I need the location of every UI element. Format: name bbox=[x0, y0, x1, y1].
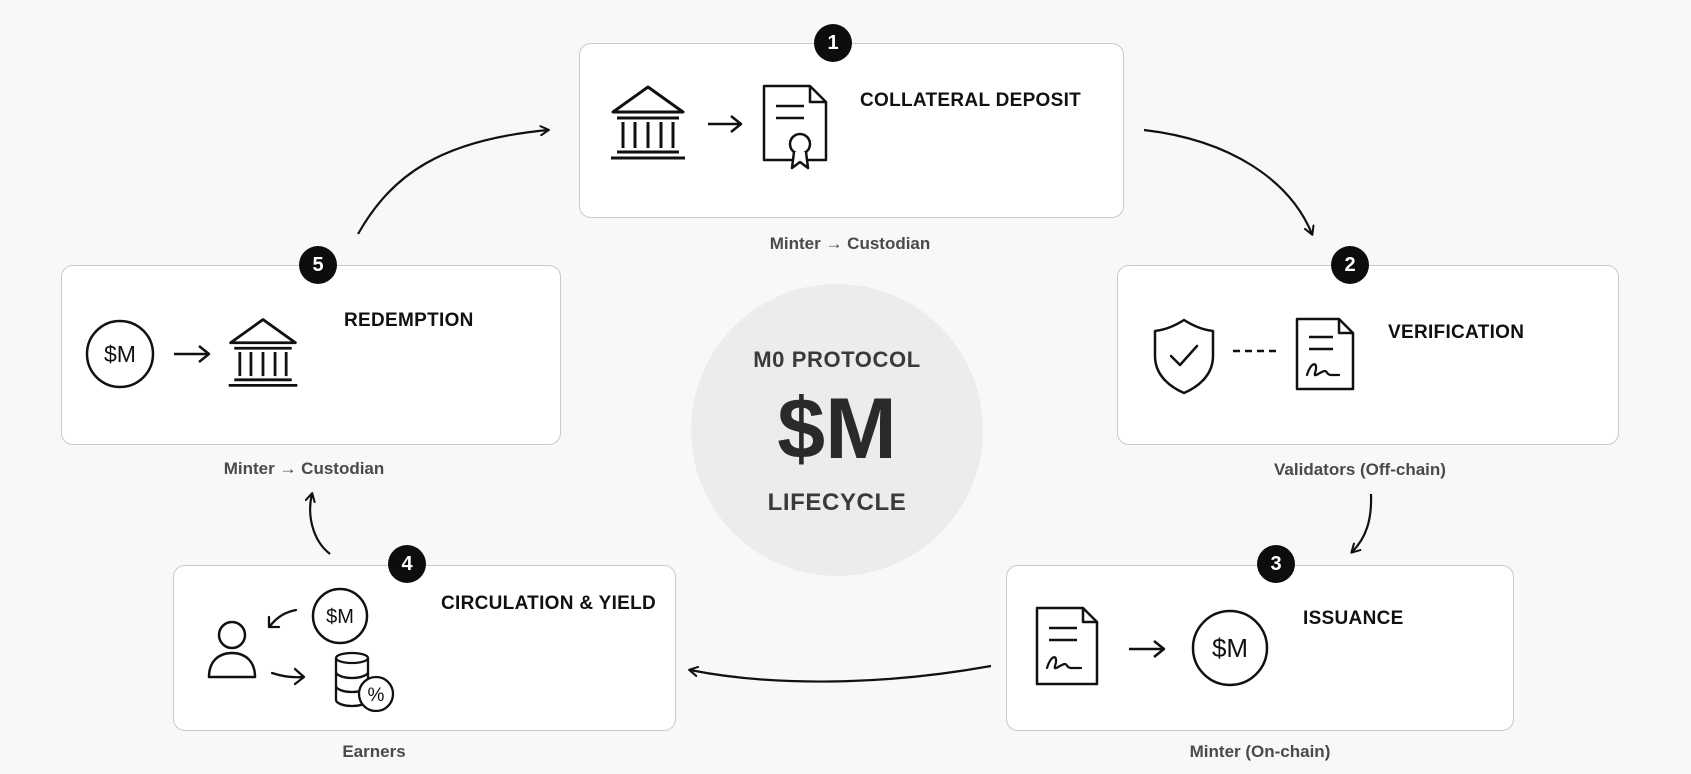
bank-icon bbox=[225, 314, 301, 390]
hub-lifecycle-label: LIFECYCLE bbox=[767, 489, 907, 516]
arrow-right-icon bbox=[706, 114, 744, 134]
hub-protocol-label: M0 PROTOCOL bbox=[753, 347, 921, 372]
arrow-to-yield-icon bbox=[269, 666, 309, 686]
step-number-badge: 1 bbox=[814, 24, 852, 62]
svg-text:$M: $M bbox=[104, 341, 136, 367]
m-coin-icon: $M bbox=[84, 318, 156, 390]
arrow-step4-to-step5 bbox=[310, 494, 331, 555]
step-caption: Minter (On-chain) bbox=[1189, 742, 1331, 761]
signed-document-icon bbox=[1033, 604, 1101, 688]
step-card-redemption: $M REDEMPTION bbox=[61, 265, 561, 445]
bank-icon bbox=[607, 82, 689, 162]
step-caption: Minter → Custodian bbox=[769, 234, 931, 253]
step-number-badge: 3 bbox=[1257, 545, 1295, 583]
user-icon bbox=[206, 619, 258, 681]
step-card-verification: VERIFICATION bbox=[1117, 265, 1619, 445]
step-number-badge: 2 bbox=[1331, 246, 1369, 284]
step-number-badge: 4 bbox=[388, 545, 426, 583]
step-title: ISSUANCE bbox=[1303, 608, 1404, 629]
svg-text:$M: $M bbox=[1212, 633, 1248, 663]
dashed-link-icon bbox=[1232, 348, 1282, 354]
step-title: REDEMPTION bbox=[344, 310, 474, 331]
arrow-right-icon bbox=[1127, 639, 1167, 659]
step-caption: Minter → Custodian bbox=[223, 459, 385, 478]
arrow-to-user-icon bbox=[264, 606, 300, 632]
step-card-issuance: $M ISSUANCE bbox=[1006, 565, 1514, 731]
shield-check-icon bbox=[1151, 316, 1217, 396]
svg-text:%: % bbox=[368, 685, 385, 706]
arrow-step3-to-step4 bbox=[690, 664, 992, 683]
step-title: COLLATERAL DEPOSIT bbox=[860, 90, 1082, 111]
step-number-badge: 5 bbox=[299, 246, 337, 284]
arrow-right-icon bbox=[172, 344, 212, 364]
step-card-collateral-deposit: COLLATERAL DEPOSIT bbox=[579, 43, 1124, 218]
step-title: VERIFICATION bbox=[1388, 322, 1525, 343]
center-hub: M0 PROTOCOL $M LIFECYCLE bbox=[691, 284, 983, 576]
coin-stack-percent-icon: % bbox=[334, 650, 398, 714]
arrow-step1-to-step2 bbox=[1143, 128, 1312, 234]
certificate-icon bbox=[760, 82, 830, 170]
signed-document-icon bbox=[1293, 315, 1357, 393]
step-caption: Validators (Off-chain) bbox=[1274, 460, 1446, 479]
arrow-step2-to-step3 bbox=[1352, 493, 1373, 552]
m-coin-icon: $M bbox=[310, 586, 370, 646]
m-coin-icon: $M bbox=[1190, 608, 1270, 688]
step-title: CIRCULATION & YIELD bbox=[441, 593, 657, 614]
arrow-step5-to-step1 bbox=[357, 130, 548, 235]
hub-token-label: $M bbox=[777, 381, 897, 477]
svg-text:$M: $M bbox=[326, 606, 354, 628]
step-card-circulation-yield: $M % CIRCULATION & YIELD bbox=[173, 565, 676, 731]
step-caption: Earners bbox=[342, 742, 406, 761]
